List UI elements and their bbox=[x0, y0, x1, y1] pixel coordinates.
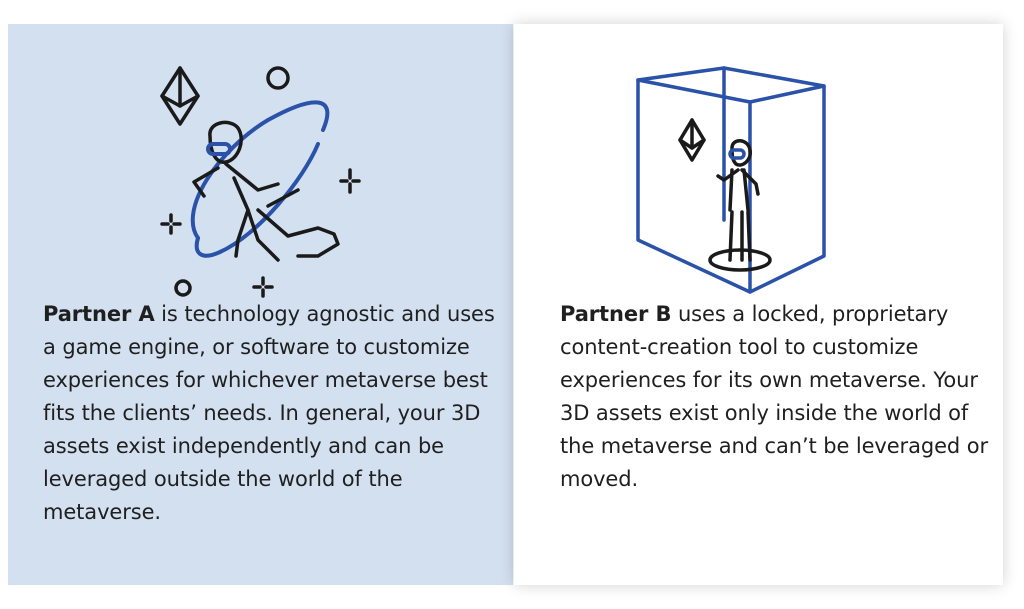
partner-b-text: uses a locked, proprietary content-creat… bbox=[560, 302, 988, 491]
vr-user-inside-locked-cube-icon bbox=[636, 66, 826, 294]
partner-a-text: is technology agnostic and uses a game e… bbox=[43, 302, 495, 524]
partner-b-panel: Partner B uses a locked, proprietary con… bbox=[514, 24, 1003, 585]
sparkle-icon bbox=[339, 168, 361, 194]
ethereum-icon bbox=[160, 66, 200, 126]
partner-a-description: Partner A is technology agnostic and use… bbox=[43, 298, 508, 529]
sparkle-icon bbox=[160, 213, 182, 235]
sparkle-icon bbox=[252, 276, 274, 298]
partner-a-panel: Partner A is technology agnostic and use… bbox=[8, 24, 513, 585]
circle-icon bbox=[266, 66, 290, 90]
partner-a-name: Partner A bbox=[43, 302, 155, 326]
partner-b-description: Partner B uses a locked, proprietary con… bbox=[560, 298, 995, 496]
vr-user-floating-through-portal-icon bbox=[160, 66, 361, 298]
circle-icon bbox=[174, 279, 192, 297]
ethereum-icon bbox=[678, 118, 706, 162]
partner-b-name: Partner B bbox=[560, 302, 672, 326]
